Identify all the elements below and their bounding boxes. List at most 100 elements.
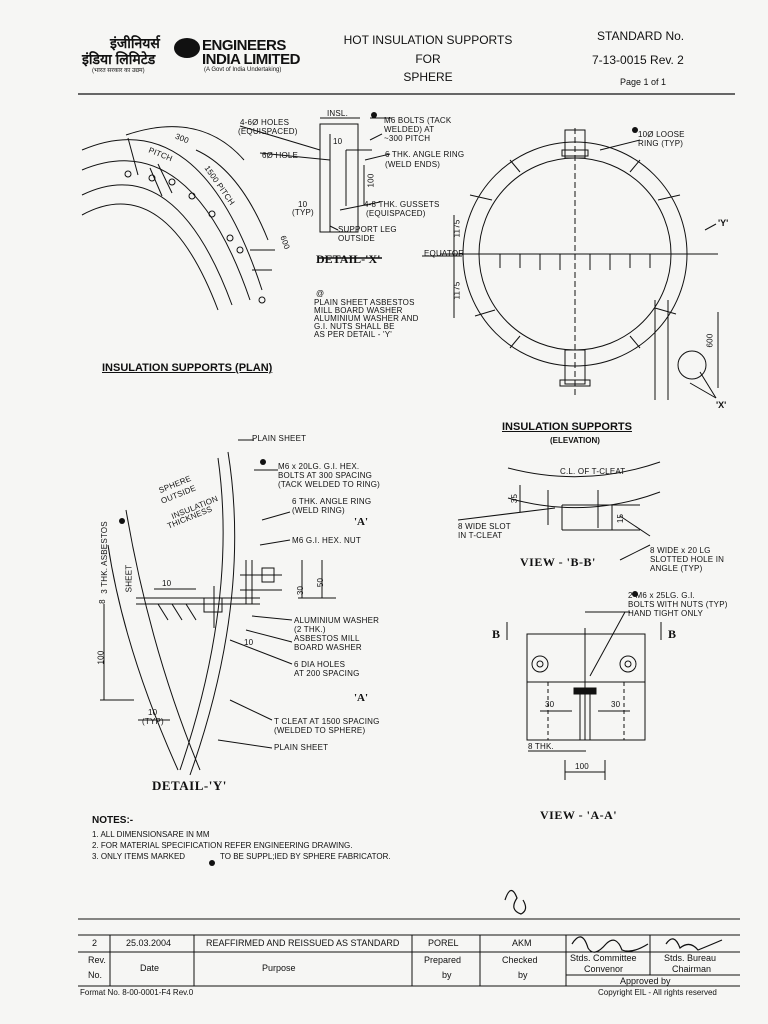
tb-h-sb1: Stds. Bureau xyxy=(664,953,717,963)
detail-y-holes1: 6 DIA HOLES xyxy=(294,660,346,669)
tb-h-chk1: Checked xyxy=(502,955,538,965)
elevation-title: INSULATION SUPPORTS xyxy=(502,421,632,433)
detail-x-dim10typ: 10 xyxy=(298,200,308,209)
detail-x-dim10: 10 xyxy=(333,137,343,146)
view-bb-dim35: 35 xyxy=(510,493,520,504)
detail-y-lines xyxy=(100,439,336,776)
doc-title-line3: SPHERE xyxy=(403,70,453,84)
view-aa-lines xyxy=(506,611,662,780)
detail-y-dim10a: 10 xyxy=(162,579,172,588)
detail-x-weld-ends: (WELD ENDS) xyxy=(385,160,441,169)
logo-en-line1: ENGINEERS xyxy=(202,37,286,54)
standard-number: 7-13-0015 Rev. 2 xyxy=(592,53,684,67)
detail-y-alu2: (2 THK.) xyxy=(294,625,326,634)
sphere-x: 'X' xyxy=(716,400,727,410)
detail-y-m6-3: (TACK WELDED TO RING) xyxy=(278,480,380,489)
detail-y-dim100: 100 xyxy=(96,650,106,665)
header: इंजीनियर्स इंडिया लिमिटेड (भारत सरकार का… xyxy=(0,0,768,96)
detail-x-note3: ALUMINIUM WASHER AND xyxy=(314,314,419,323)
tb-checked: AKM xyxy=(512,938,532,948)
detail-x-typ: (TYP) xyxy=(292,208,314,217)
view-bb-hole2: SLOTTED HOLE IN xyxy=(650,555,725,564)
logo-hindi-line1: इंजीनियर्स xyxy=(110,35,160,51)
view-bb-slot1: 8 WIDE SLOT xyxy=(458,522,511,531)
note-3a: 3. ONLY ITEMS MARKED xyxy=(92,852,186,861)
logo-hindi-line2: इंडिया लिमिटेड xyxy=(82,51,156,67)
tb-h-sc2: Convenor xyxy=(584,964,624,974)
view-aa-b-left: B xyxy=(492,627,501,641)
sphere-loose1: 10Ø LOOSE xyxy=(638,130,685,139)
tb-h-prep1: Prepared xyxy=(424,955,462,965)
signatures xyxy=(504,889,723,953)
detail-x-leg1: SUPPORT LEG xyxy=(338,225,397,234)
detail-y-m6-1: M6 x 20LG. G.I. HEX. xyxy=(278,462,360,471)
detail-y-dim10typ: 10 xyxy=(148,708,158,717)
detail-x-welded: WELDED) AT xyxy=(384,125,435,134)
view-bb-hole1: 8 WIDE x 20 LG xyxy=(650,546,711,555)
detail-y-asb1: ASBESTOS MILL xyxy=(294,634,360,643)
detail-y-angle1: 6 THK. ANGLE RING xyxy=(292,497,372,506)
sphere-equator: EQUATOR xyxy=(424,249,465,258)
detail-y-dim8: 8 xyxy=(97,599,107,604)
standard-label: STANDARD No. xyxy=(597,29,685,43)
detail-x-at: @ xyxy=(316,289,325,298)
detail-y-plain-bot: PLAIN SHEET xyxy=(274,743,329,752)
detail-x-angle: 6 THK. ANGLE RING xyxy=(385,150,465,159)
detail-y-m6-2: BOLTS AT 300 SPACING xyxy=(278,471,373,480)
tb-h-chk2: by xyxy=(518,970,528,980)
view-bb-dim15: 15 xyxy=(616,513,626,524)
tb-rev: 2 xyxy=(92,938,98,948)
note-1: 1. ALL DIMENSIONSARE IN MM xyxy=(92,830,210,839)
detail-x-lines xyxy=(239,117,392,259)
detail-x-title: DETAIL-'X' xyxy=(316,252,381,266)
plan-title: INSULATION SUPPORTS (PLAN) xyxy=(102,362,273,374)
tb-h-date: Date xyxy=(140,963,160,973)
detail-y-title: DETAIL-'Y' xyxy=(152,778,227,793)
sphere-y: 'Y' xyxy=(718,218,729,228)
detail-x-note5: AS PER DETAIL - 'Y' xyxy=(314,330,392,339)
doc-title-line2: FOR xyxy=(415,52,441,66)
tb-h-prep2: by xyxy=(442,970,452,980)
detail-x-equispaced: (EQUISPACED) xyxy=(366,209,426,218)
view-bb-hole3: ANGLE (TYP) xyxy=(650,564,703,573)
plan-arcs xyxy=(81,126,275,311)
view-aa-b-right: B xyxy=(668,627,677,641)
view-bb-slot2: IN T-CLEAT xyxy=(458,531,503,540)
detail-x-gussets: 4-8 THK. GUSSETS xyxy=(364,200,440,209)
detail-x-dim100: 100 xyxy=(366,173,376,188)
detail-y-holes2: AT 200 SPACING xyxy=(294,669,360,678)
logo-hindi-sub: (भारत सरकार का उद्यम) xyxy=(92,68,145,74)
sphere-lines xyxy=(422,128,719,400)
view-aa-dim30a: 30 xyxy=(545,700,555,709)
tb-h-sb2: Chairman xyxy=(672,964,712,974)
tb-prepared: POREL xyxy=(428,938,459,948)
view-aa-title: VIEW - 'A-A' xyxy=(540,808,618,822)
logo-en-sub: (A Govt of India Undertaking) xyxy=(204,67,282,73)
detail-x-note2: MILL BOARD WASHER xyxy=(314,306,403,315)
plan-equispaced-label: (EQUISPACED) xyxy=(238,127,298,136)
tb-copyright: Copyright EIL - All rights reserved xyxy=(598,988,717,997)
plan-hole6: 6Ø HOLE xyxy=(262,151,299,160)
tb-date: 25.03.2004 xyxy=(126,938,172,948)
notes-title: NOTES:- xyxy=(92,815,134,826)
detail-y-tcleat2: (WELDED TO SPHERE) xyxy=(274,726,366,735)
plan-holes-label: 4-6Ø HOLES xyxy=(240,118,290,127)
detail-y-dim30: 30 xyxy=(296,585,306,596)
detail-x-pitch: ~300 PITCH xyxy=(384,134,431,143)
detail-x-insl: INSL. xyxy=(327,109,349,118)
detail-y-a-top: 'A' xyxy=(354,516,369,528)
page-number: Page 1 of 1 xyxy=(620,77,667,87)
detail-x-note1: PLAIN SHEET ASBESTOS xyxy=(314,298,415,307)
detail-y-dim50: 50 xyxy=(316,577,326,588)
view-bb-cl: C.L. OF T-CLEAT xyxy=(560,467,626,476)
sphere-dim1175a: 1175 xyxy=(452,219,462,238)
marker-dots xyxy=(119,112,638,866)
view-aa-dim100: 100 xyxy=(575,762,589,771)
view-aa-dim30b: 30 xyxy=(611,700,621,709)
tb-h-sc1: Stds. Committee xyxy=(570,953,637,963)
sphere-dim1175b: 1175 xyxy=(452,281,462,300)
sphere-dim600: 600 xyxy=(705,333,715,348)
note-2: 2. FOR MATERIAL SPECIFICATION REFER ENGI… xyxy=(92,841,353,850)
title-block-lines xyxy=(78,918,740,987)
